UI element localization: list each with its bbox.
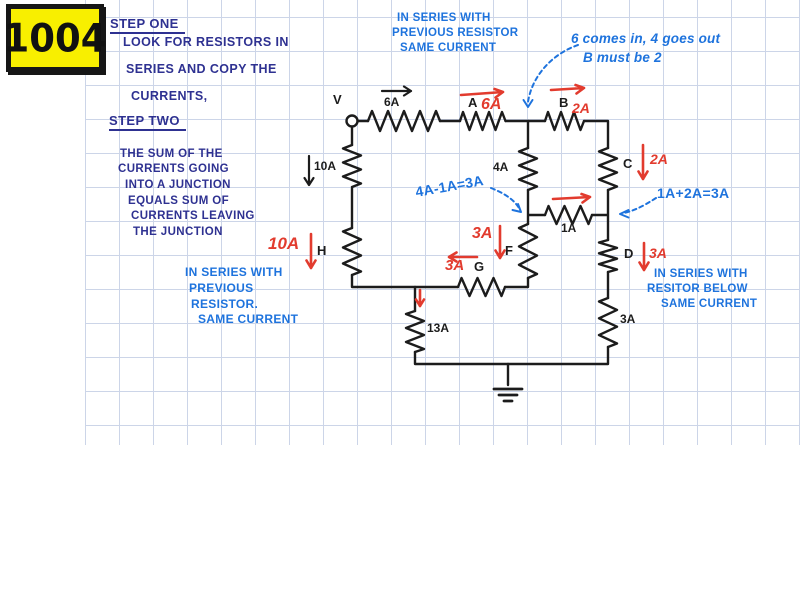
wire-middle-branch (526, 119, 610, 300)
resistor-d (597, 238, 619, 274)
arrow-current-f-icon (494, 224, 506, 260)
step-two-line: CURRENTS LEAVING (131, 210, 255, 222)
note-equation-d: 1A+2A=3A (657, 185, 730, 201)
note-junction-b-line: B must be 2 (583, 50, 662, 65)
wire-left-branch (350, 125, 530, 289)
arrow-current-13a-icon (414, 288, 426, 308)
note-series-top-line: IN SERIES WITH (397, 12, 491, 24)
resistor-1a (543, 204, 594, 226)
note-series-h-line: SAME CURRENT (198, 312, 299, 326)
current-d-red: 3A (649, 245, 667, 261)
note-series-top-line: PREVIOUS RESISTOR (392, 27, 519, 39)
problem-number: 1004 (3, 15, 107, 61)
dashed-arrow-junction-f-icon (490, 187, 520, 209)
resistor-h (341, 226, 363, 277)
resistor-3a (597, 296, 619, 349)
arrow-current-1a-icon (551, 192, 592, 204)
current-c-red: 2A (650, 151, 668, 167)
step-one-line: LOOK FOR RESISTORS IN (123, 35, 289, 49)
current-b-red: 2A (572, 100, 590, 116)
resistor-6a (366, 109, 442, 133)
source-terminal (345, 114, 359, 128)
current-f-red: 3A (472, 225, 493, 242)
arrow-current-g-icon (447, 251, 479, 263)
arrow-current-d-icon (638, 241, 650, 272)
step-one-title: STEP ONE (110, 16, 185, 34)
resistor-g (456, 276, 507, 298)
resistor-a (458, 110, 507, 132)
problem-number-badge: 1004 (3, 4, 107, 72)
step-two-line: INTO A JUNCTION (125, 179, 231, 191)
dashed-arrow-junction-d-icon (623, 197, 657, 214)
note-series-h-line: RESISTOR. (191, 297, 259, 311)
step-one-line: SERIES AND COPY THE (126, 62, 277, 76)
resistor-c (597, 146, 619, 192)
label-source-v: V (333, 92, 342, 107)
note-series-d-line: RESITOR BELOW (647, 283, 748, 295)
dashed-arrow-junction-d-head-icon (619, 209, 630, 219)
note-series-h-line: PREVIOUS (189, 281, 254, 295)
label-node-b: B (559, 95, 569, 110)
arrow-down-10a-icon (303, 154, 315, 187)
dashed-arrow-junction-b-icon (527, 44, 579, 103)
note-series-top-line: SAME CURRENT (400, 42, 497, 54)
label-resistor-10a: 10A (314, 159, 337, 173)
resistor-b (543, 110, 586, 132)
step-one-line: CURRENTS, (131, 89, 208, 103)
step-two-line: CURRENTS GOING (118, 163, 230, 175)
current-h-red: 10A (268, 234, 300, 253)
current-g-red: 3A (445, 257, 465, 274)
step-two-line: EQUALS SUM OF (128, 195, 230, 207)
step-two-title: STEP TWO (109, 113, 186, 131)
arrow-current-h-icon (305, 232, 317, 270)
label-node-c: C (623, 156, 633, 171)
label-node-f: F (505, 243, 513, 258)
step-two-line: THE SUM OF THE (120, 148, 223, 160)
wire-top (356, 119, 610, 150)
label-resistor-6a: 6A (384, 95, 400, 109)
arrow-current-c-icon (637, 143, 649, 181)
current-a-red: 6A (481, 96, 502, 113)
arrow-current-a-icon (459, 87, 505, 99)
label-node-d: D (624, 246, 634, 261)
arrow-right-6a-icon (380, 85, 413, 97)
label-resistor-1a: 1A (561, 221, 577, 235)
note-series-d-line: SAME CURRENT (661, 298, 758, 310)
label-resistor-4a: 4A (493, 160, 509, 174)
graph-paper-background (85, 0, 800, 445)
dashed-arrow-junction-b-head-icon (522, 99, 534, 108)
label-node-h: H (317, 243, 327, 258)
resistor-13a (404, 309, 426, 354)
note-series-h-line: IN SERIES WITH (185, 265, 283, 279)
resistor-10a (341, 143, 363, 189)
arrow-current-b-icon (549, 83, 586, 95)
resistor-f (517, 222, 539, 280)
label-node-g: G (474, 259, 485, 274)
note-series-d-line: IN SERIES WITH (654, 268, 748, 280)
label-node-a: A (468, 95, 478, 110)
label-resistor-3a: 3A (620, 312, 636, 326)
label-resistor-13a: 13A (427, 321, 450, 335)
resistor-4a (517, 146, 539, 192)
ground-icon (492, 387, 524, 403)
note-junction-b-line: 6 comes in, 4 goes out (571, 31, 721, 46)
step-two-line: THE JUNCTION (133, 226, 223, 238)
dashed-arrow-junction-f-head-icon (511, 203, 522, 213)
